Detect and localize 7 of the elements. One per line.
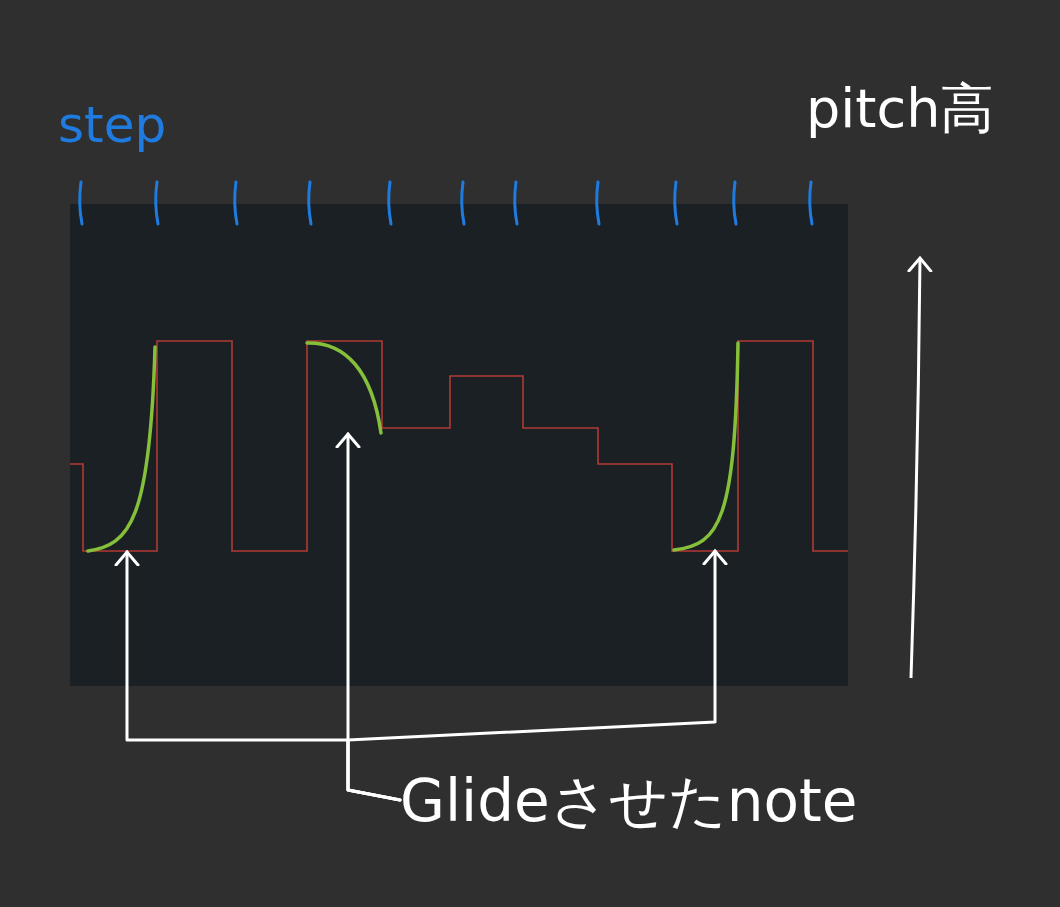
- axis-label: step: [58, 100, 167, 150]
- axis-label: pitch高: [806, 82, 995, 136]
- glide-curve: [305, 341, 383, 435]
- glide-curve: [86, 345, 157, 553]
- glide-curve: [672, 341, 740, 552]
- leader-line: [346, 549, 728, 802]
- annotation-text: Glideさせたnote: [400, 772, 858, 830]
